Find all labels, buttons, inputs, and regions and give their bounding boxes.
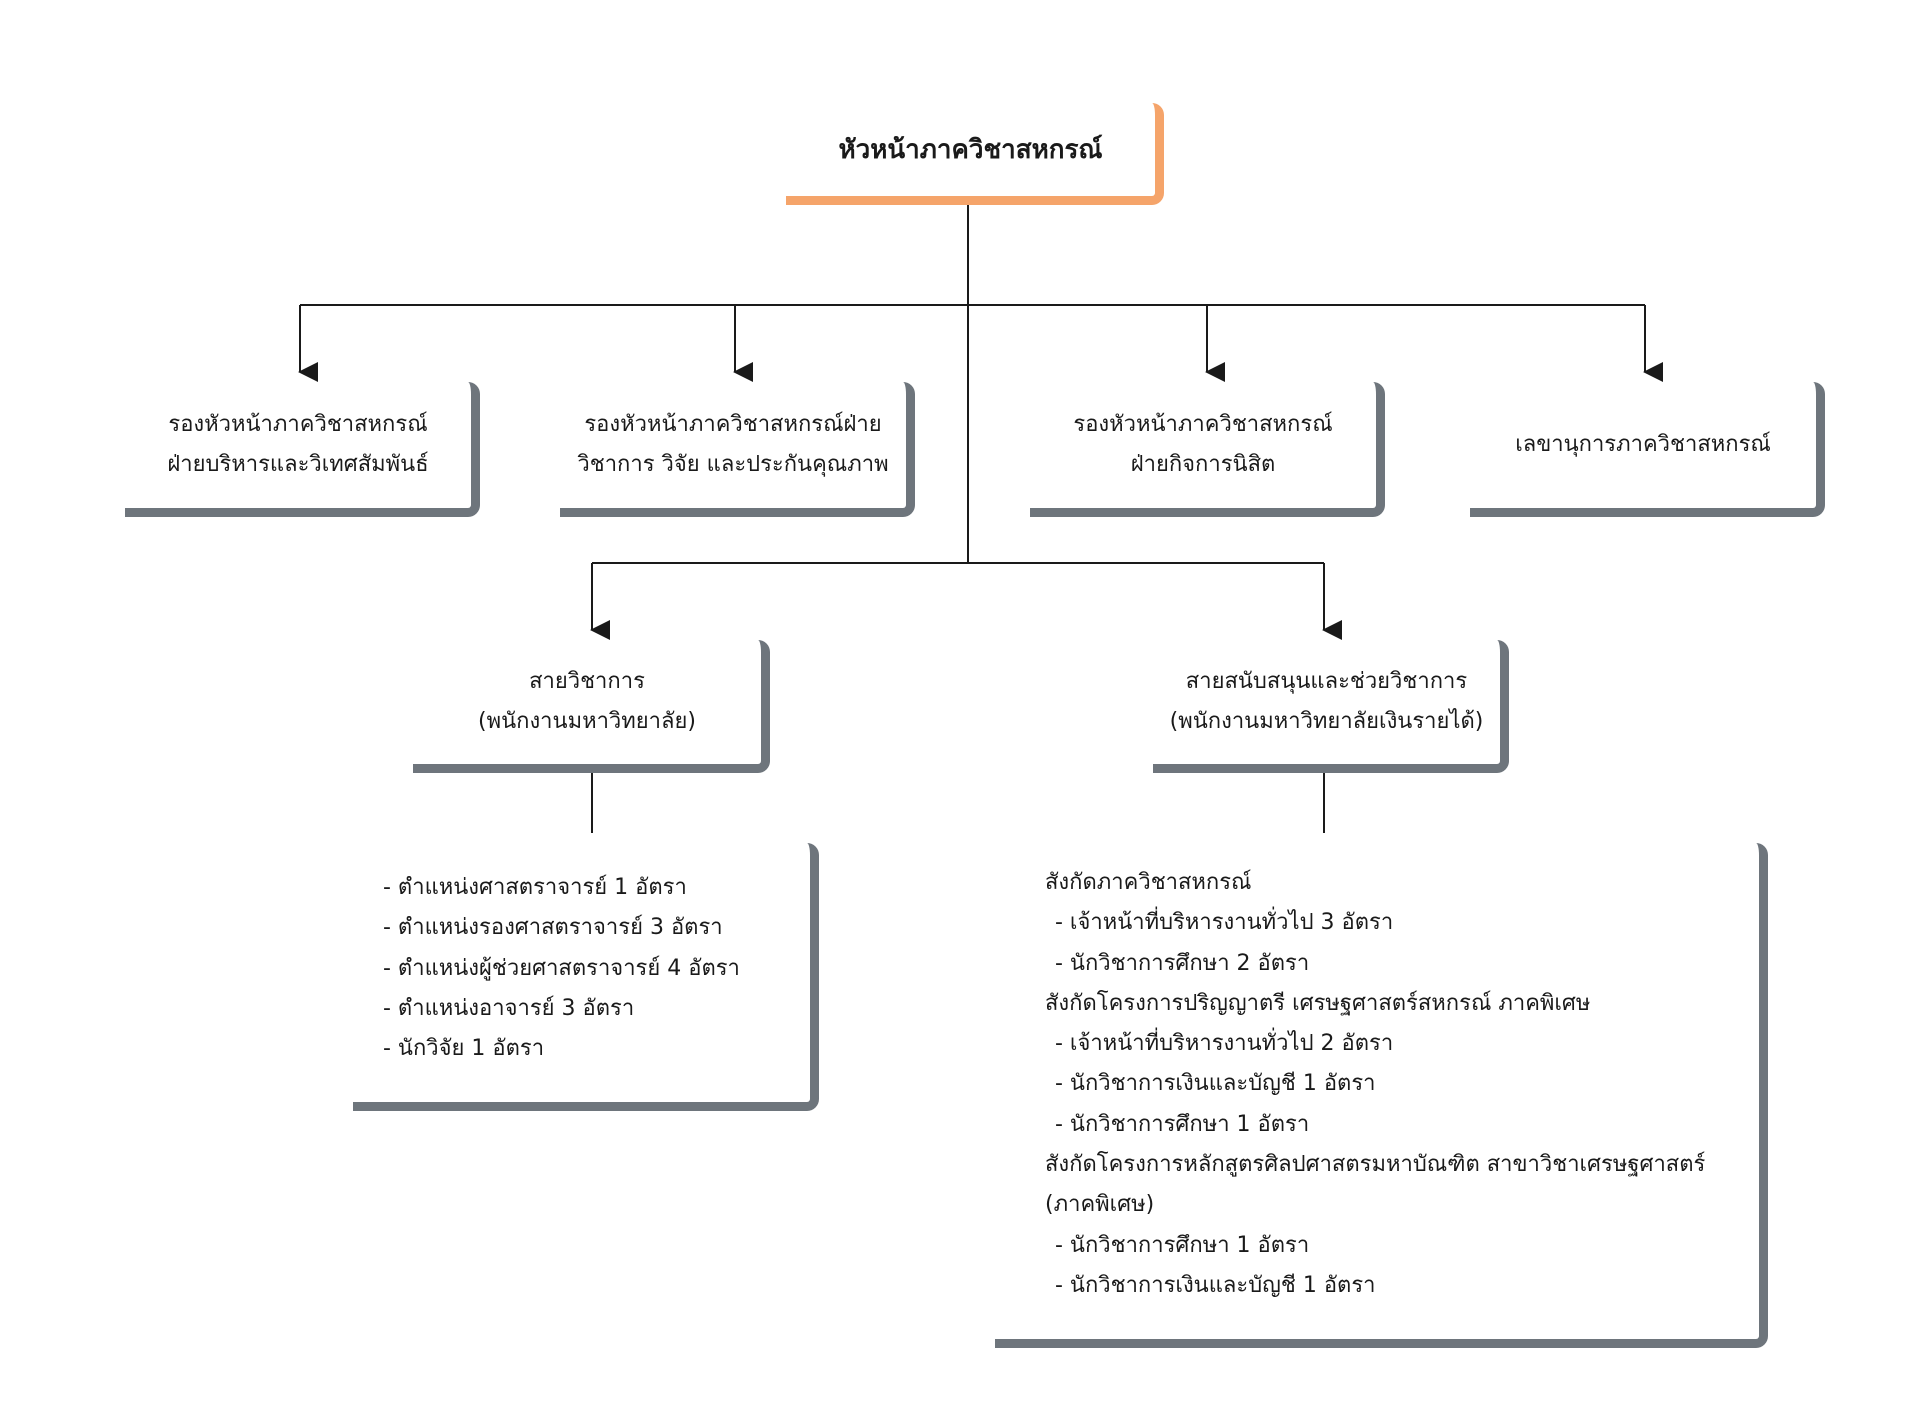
secretary-line: เลขานุการภาควิชาสหกรณ์ xyxy=(1515,432,1771,457)
support-position-item: - เจ้าหน้าที่บริหารงานทั่วไป 2 อัตรา xyxy=(1055,1031,1394,1057)
support-group-label-continued: (ภาคพิเศษ) xyxy=(1045,1192,1155,1218)
academic-position-item: - ตำแหน่งอาจารย์ 3 อัตรา xyxy=(383,995,635,1021)
deputy-admin-line-1: รองหัวหน้าภาควิชาสหกรณ์ xyxy=(168,412,428,437)
deputy-academic-line-2: วิชาการ วิจัย และประกันคุณภาพ xyxy=(577,452,889,477)
deputy-student-line-2: ฝ่ายกิจการนิสิต xyxy=(1130,452,1276,477)
deputy-academic-line-1: รองหัวหน้าภาควิชาสหกรณ์ฝ่าย xyxy=(584,412,882,437)
support-position-item: - นักวิชาการศึกษา 2 อัตรา xyxy=(1055,950,1310,976)
academic-track-line-2: (พนักงานมหาวิทยาลัย) xyxy=(478,709,696,734)
support-group-label: สังกัดภาควิชาสหกรณ์ xyxy=(1045,870,1252,895)
deputy-box-student-affairs: รองหัวหน้าภาควิชาสหกรณ์ ฝ่ายกิจการนิสิต xyxy=(1030,382,1385,517)
deputy-student-line-1: รองหัวหน้าภาควิชาสหกรณ์ xyxy=(1073,412,1333,437)
support-position-item: - นักวิชาการเงินและบัญชี 1 อัตรา xyxy=(1055,1272,1376,1298)
head-box: หัวหน้าภาควิชาสหกรณ์ xyxy=(786,103,1164,205)
support-track-line-2: (พนักงานมหาวิทยาลัยเงินรายได้) xyxy=(1169,709,1484,734)
support-position-item: - นักวิชาการเงินและบัญชี 1 อัตรา xyxy=(1055,1071,1376,1097)
academic-position-item: - ตำแหน่งผู้ช่วยศาสตราจารย์ 4 อัตรา xyxy=(383,955,740,981)
deputy-box-admin: รองหัวหน้าภาควิชาสหกรณ์ ฝ่ายบริหารและวิเ… xyxy=(125,382,480,517)
support-group-label: สังกัดโครงการปริญญาตรี เศรษฐศาสตร์สหกรณ์… xyxy=(1045,990,1591,1016)
academic-position-item: - ตำแหน่งรองศาสตราจารย์ 3 อัตรา xyxy=(383,915,723,941)
support-positions-box: สังกัดภาควิชาสหกรณ์ - เจ้าหน้าที่บริหารง… xyxy=(995,843,1768,1348)
deputy-admin-line-2: ฝ่ายบริหารและวิเทศสัมพันธ์ xyxy=(167,452,429,477)
support-position-item: - นักวิชาการศึกษา 1 อัตรา xyxy=(1055,1111,1310,1137)
academic-position-item: - นักวิจัย 1 อัตรา xyxy=(383,1036,545,1062)
head-title: หัวหน้าภาควิชาสหกรณ์ xyxy=(838,134,1103,165)
support-group-label: สังกัดโครงการหลักสูตรศิลปศาสตรมหาบัณฑิต … xyxy=(1045,1152,1706,1178)
academic-track-line-1: สายวิชาการ xyxy=(529,669,645,694)
support-track-line-1: สายสนับสนุนและช่วยวิชาการ xyxy=(1185,669,1468,694)
support-track-box: สายสนับสนุนและช่วยวิชาการ (พนักงานมหาวิท… xyxy=(1153,640,1509,773)
academic-track-box: สายวิชาการ (พนักงานมหาวิทยาลัย) xyxy=(413,640,770,773)
deputy-box-academic: รองหัวหน้าภาควิชาสหกรณ์ฝ่าย วิชาการ วิจั… xyxy=(560,382,915,517)
support-position-item: - เจ้าหน้าที่บริหารงานทั่วไป 3 อัตรา xyxy=(1055,910,1394,936)
secretary-box: เลขานุการภาควิชาสหกรณ์ xyxy=(1470,382,1825,517)
support-position-item: - นักวิชาการศึกษา 1 อัตรา xyxy=(1055,1232,1310,1258)
academic-positions-box: - ตำแหน่งศาสตราจารย์ 1 อัตรา - ตำแหน่งรอ… xyxy=(353,843,819,1111)
academic-position-item: - ตำแหน่งศาสตราจารย์ 1 อัตรา xyxy=(383,875,687,900)
